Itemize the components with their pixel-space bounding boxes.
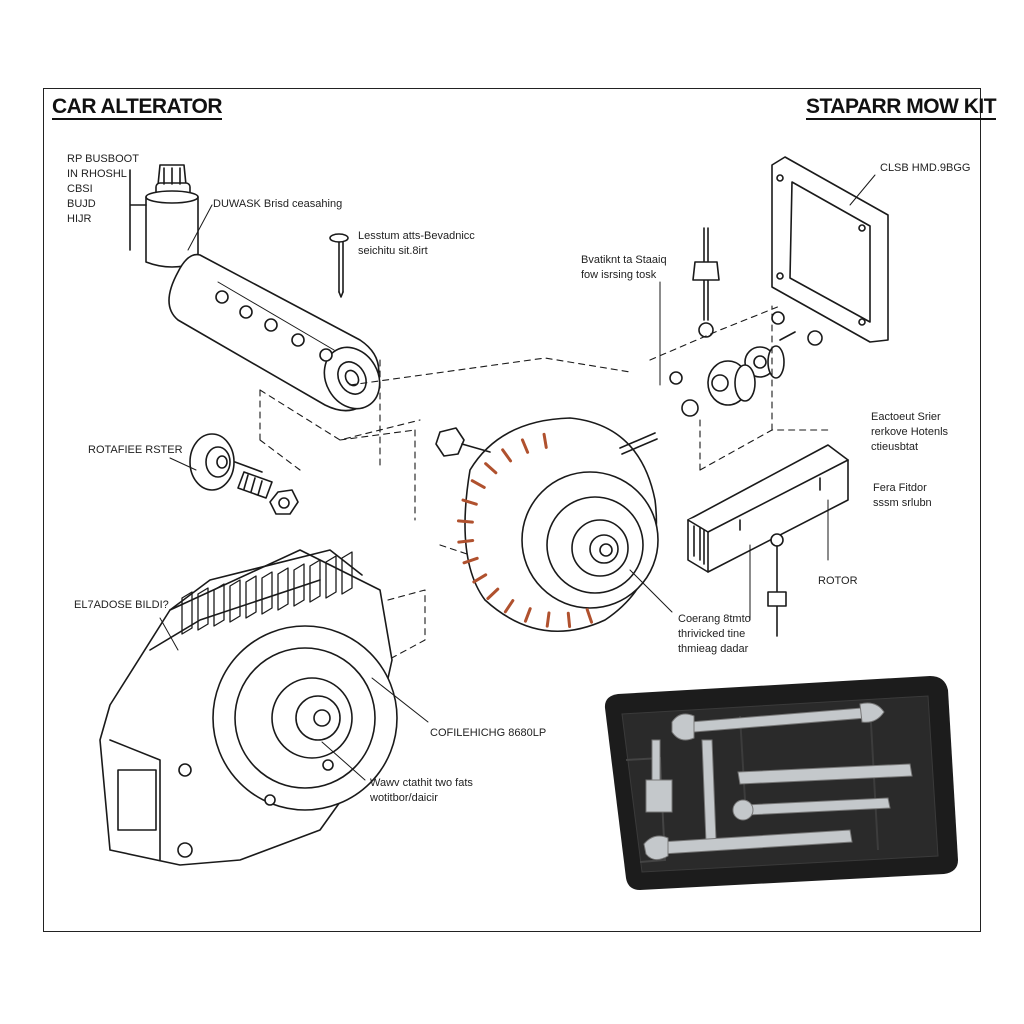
cooling-fin [325, 555, 337, 599]
wave-label: Wawv ctathit two fats wotitbor/daicir [370, 777, 473, 804]
vent-slot [486, 587, 500, 601]
cooling-fin [229, 579, 241, 623]
leader-line [187, 204, 213, 251]
bottom-left-label: EL7ADOSE BILDI? [74, 599, 169, 611]
bushing-stack-label: RP BUSBOOT IN RHOSHL CBSI BUJD HIJR [67, 153, 139, 225]
bracket-line [129, 169, 147, 251]
vent-slot [456, 519, 474, 524]
rotater-fister-label: ROTAFIEE RSTER [88, 444, 183, 456]
rotater-icon [189, 433, 299, 515]
pin-icon [329, 233, 349, 298]
small-pin-label: Lesstum atts-Bevadnicc seichitu sit.8irt [358, 230, 475, 257]
leader-line [849, 174, 876, 206]
bearing-cylinder-icon [168, 253, 381, 412]
leader-line [159, 617, 179, 651]
cooling-fin [277, 567, 289, 611]
vent-slot [545, 611, 551, 628]
hardware-cluster-icon [669, 311, 823, 417]
cooling-fin [181, 591, 193, 635]
housing-cooling-fins [181, 551, 353, 635]
gasket-plate-icon [771, 156, 889, 343]
vent-slot [470, 479, 486, 489]
kit-title: STAPARR MOW KIT [806, 95, 997, 120]
cooling-fin [309, 559, 321, 603]
heatsink-bracket-icon [687, 444, 849, 573]
cooling-fin [261, 571, 273, 615]
vent-slot [585, 608, 594, 624]
cooling-fin [293, 563, 305, 607]
cooling-fin [213, 583, 225, 627]
center-bottom-label: Coerang 8tmto thrivicked tine thmieag da… [678, 613, 751, 655]
screw-icon [767, 533, 787, 637]
alternator-housing-icon [99, 549, 398, 866]
vent-slot [523, 607, 532, 623]
vent-slot [520, 438, 530, 454]
vent-slot [566, 611, 572, 628]
diagram-frame [43, 88, 981, 932]
leader-line [321, 741, 366, 781]
vent-slot [461, 498, 478, 506]
pulley-label: COFILEHICHG 8680LP [430, 727, 547, 739]
leader-line [629, 569, 673, 613]
gasket-plate-label: CLSB HMD.9BGG [880, 162, 971, 174]
right-side-label-2: Fera Fitdor sssm srlubn [873, 482, 932, 509]
leader-line [169, 457, 197, 471]
bolt-icon [692, 227, 720, 338]
screw-kit-label: Bvatiknt ta Staaiq fow isrsing tosk [581, 254, 667, 281]
cooling-fin [245, 575, 257, 619]
explode-guide-lines [259, 305, 831, 661]
bushing-cylinder-icon [145, 164, 199, 268]
cooling-fin [197, 587, 209, 631]
vent-slot [472, 573, 488, 584]
cooling-fin [341, 551, 353, 595]
vent-slot [457, 538, 475, 544]
right-side-label-1: Eactoeut Srier rerkove Hotenls ctieusbta… [871, 411, 949, 453]
leader-line [371, 677, 429, 723]
vent-slot [462, 556, 479, 565]
vent-slot [542, 432, 548, 449]
rotor-label: ROTOR [818, 575, 858, 587]
wrench-icon [643, 702, 913, 860]
alternator-vent-slots [456, 432, 594, 628]
page-title: CAR ALTERATOR [52, 95, 223, 120]
alternator-main-icon [435, 417, 659, 632]
vent-slot [503, 599, 515, 614]
vent-slot [501, 448, 513, 463]
vent-slot [484, 462, 498, 475]
cylinder-bearing-label: DUWASK Brisd ceasahing [213, 198, 343, 210]
